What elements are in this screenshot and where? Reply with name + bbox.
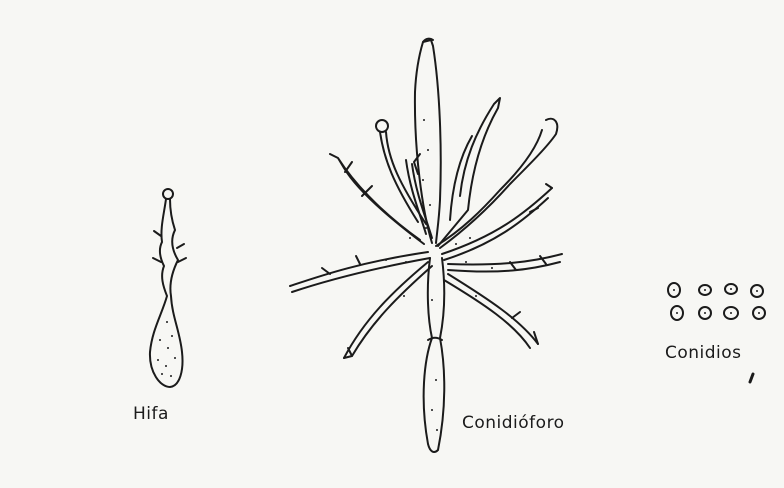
conidia-label: Conidios	[665, 343, 742, 363]
conidia-drawing	[668, 283, 765, 382]
conidiophore-drawing	[290, 39, 562, 452]
conidiophore-label: Conidióforo	[462, 413, 565, 433]
hypha-drawing	[150, 189, 186, 387]
hypha-label: Hifa	[133, 404, 169, 424]
